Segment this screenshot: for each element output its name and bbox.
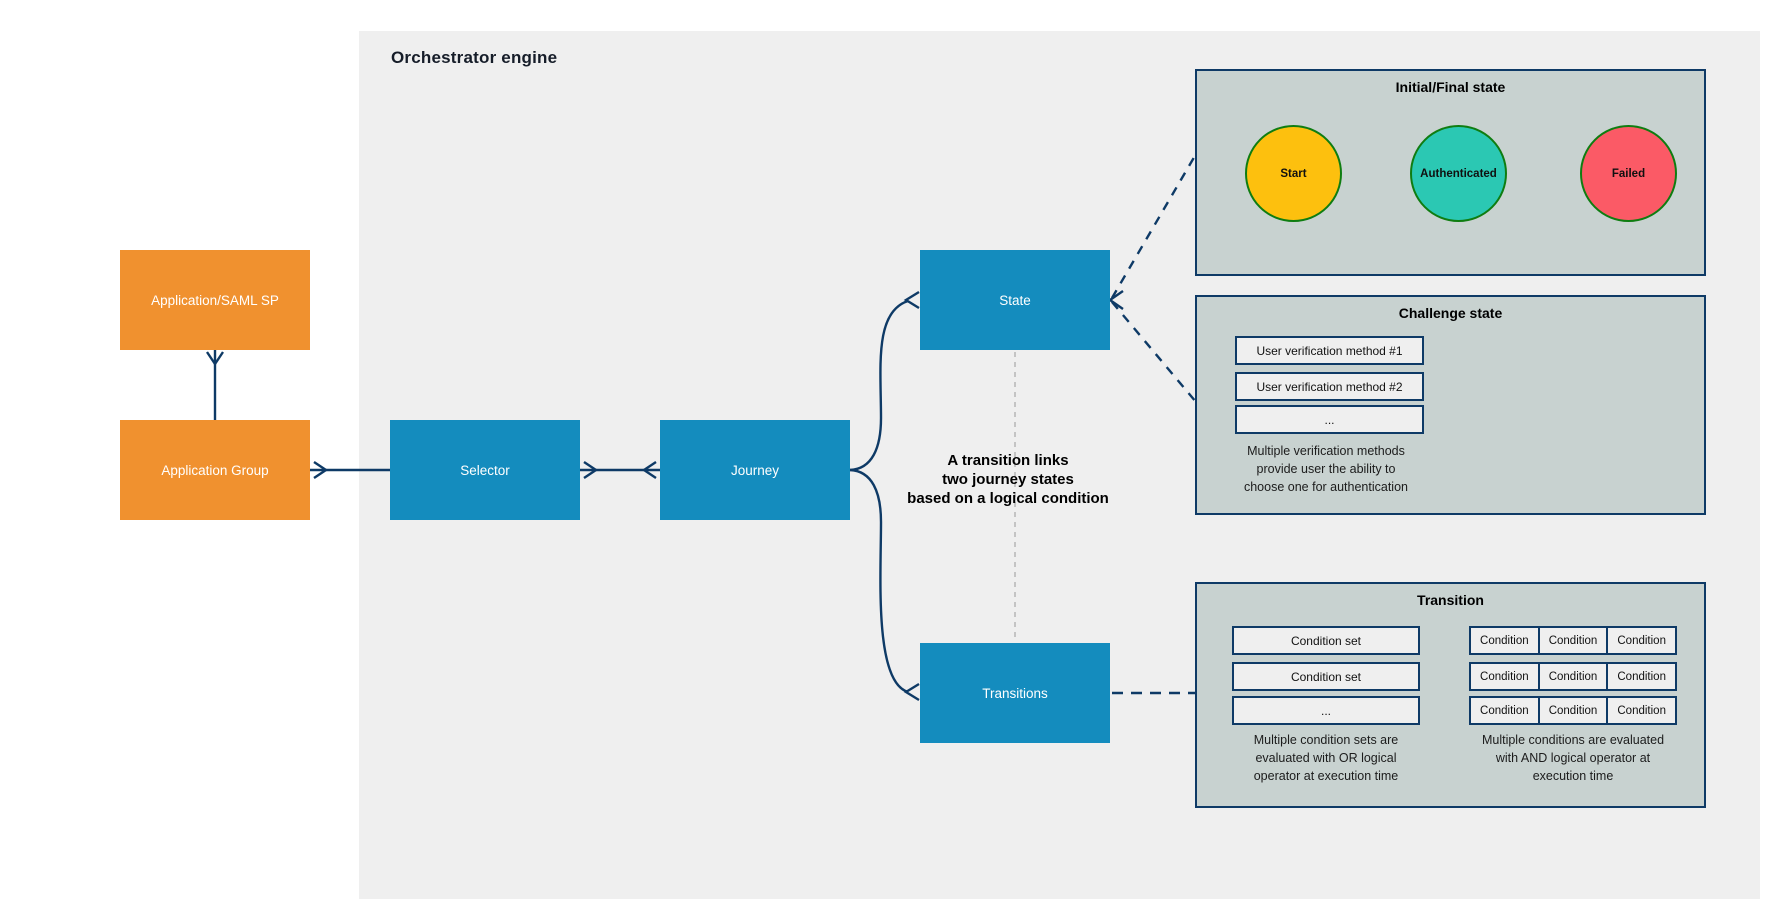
verification-method-label: User verification method #1: [1256, 343, 1403, 358]
and-caption: Multiple conditions are evaluated with A…: [1453, 732, 1693, 785]
state-circle-failed: Failed: [1580, 125, 1677, 222]
arrowhead-right-icon: [313, 461, 329, 479]
caption-line: Multiple verification methods: [1247, 444, 1405, 458]
node-label: Transitions: [982, 685, 1048, 701]
page-title: Orchestrator engine: [391, 48, 558, 67]
condition-set-label: ...: [1320, 703, 1331, 718]
condition-grid-row: Condition Condition Condition: [1469, 662, 1678, 691]
node-state: State: [920, 250, 1110, 350]
annotation-line: based on a logical condition: [907, 490, 1109, 507]
condition-grid-row: Condition Condition Condition: [1469, 626, 1678, 655]
caption-line: execution time: [1532, 768, 1614, 783]
condition-cell: Condition: [1537, 662, 1609, 691]
verification-method-box: ...: [1235, 405, 1424, 434]
arrowhead-down-icon: [206, 351, 224, 367]
condition-cell: Condition: [1537, 696, 1609, 725]
caption-line: Multiple condition sets are: [1253, 733, 1399, 747]
or-caption: Multiple condition sets are evaluated wi…: [1221, 732, 1431, 785]
caption-line: provide user the ability to: [1256, 461, 1396, 476]
panel-challenge-state: Challenge state User verification method…: [1195, 295, 1706, 515]
verification-method-label: ...: [1324, 412, 1335, 427]
caption-line: evaluated with OR logical: [1255, 750, 1397, 765]
condition-set-label: Condition set: [1290, 633, 1362, 648]
node-label: Journey: [730, 462, 780, 478]
panel-title: Challenge state: [1398, 305, 1503, 321]
caption-line: with AND logical operator at: [1495, 750, 1651, 765]
verification-method-box: User verification method #1: [1235, 336, 1424, 365]
condition-set-label: Condition set: [1290, 669, 1362, 684]
panel-title: Initial/Final state: [1395, 79, 1506, 95]
condition-set-box: Condition set: [1232, 626, 1420, 655]
state-circle-authenticated: Authenticated: [1410, 125, 1507, 222]
caption-line: Multiple conditions are evaluated: [1481, 733, 1665, 747]
condition-grid-row: Condition Condition Condition: [1469, 696, 1678, 725]
condition-cell: Condition: [1469, 696, 1540, 725]
condition-cell: Condition: [1537, 626, 1609, 655]
verification-method-label: User verification method #2: [1256, 379, 1403, 394]
node-journey: Journey: [660, 420, 850, 520]
node-selector: Selector: [390, 420, 580, 520]
verification-method-box: User verification method #2: [1235, 372, 1424, 401]
condition-cell: Condition: [1606, 696, 1678, 725]
condition-set-box: Condition set: [1232, 662, 1420, 691]
caption-line: choose one for authentication: [1243, 479, 1408, 494]
node-label: State: [999, 292, 1031, 308]
state-circle-start: Start: [1245, 125, 1342, 222]
panel-initial-final-state: Initial/Final state Start Authenticated …: [1195, 69, 1706, 276]
condition-set-box: ...: [1232, 696, 1420, 725]
node-label: Selector: [460, 462, 510, 478]
condition-cell: Condition: [1469, 626, 1540, 655]
annotation-line: A transition links: [947, 452, 1069, 469]
circle-label: Authenticated: [1420, 167, 1497, 180]
condition-cell: Condition: [1606, 662, 1678, 691]
node-application-saml-sp: Application/SAML SP: [120, 250, 310, 350]
annotation-line: two journey states: [942, 471, 1074, 488]
challenge-caption: Multiple verification methods provide us…: [1221, 443, 1431, 496]
node-label: Application Group: [161, 462, 269, 478]
panel-transition: Transition Condition set Condition set .…: [1195, 582, 1706, 808]
condition-cell: Condition: [1606, 626, 1678, 655]
node-application-group: Application Group: [120, 420, 310, 520]
caption-line: operator at execution time: [1253, 768, 1399, 783]
panel-title: Transition: [1417, 592, 1484, 608]
condition-cell: Condition: [1469, 662, 1540, 691]
node-label: Application/SAML SP: [151, 292, 279, 308]
transition-annotation: A transition links two journey states ba…: [876, 451, 1140, 508]
node-transitions: Transitions: [920, 643, 1110, 743]
circle-label: Start: [1280, 167, 1307, 180]
circle-label: Failed: [1611, 167, 1646, 180]
